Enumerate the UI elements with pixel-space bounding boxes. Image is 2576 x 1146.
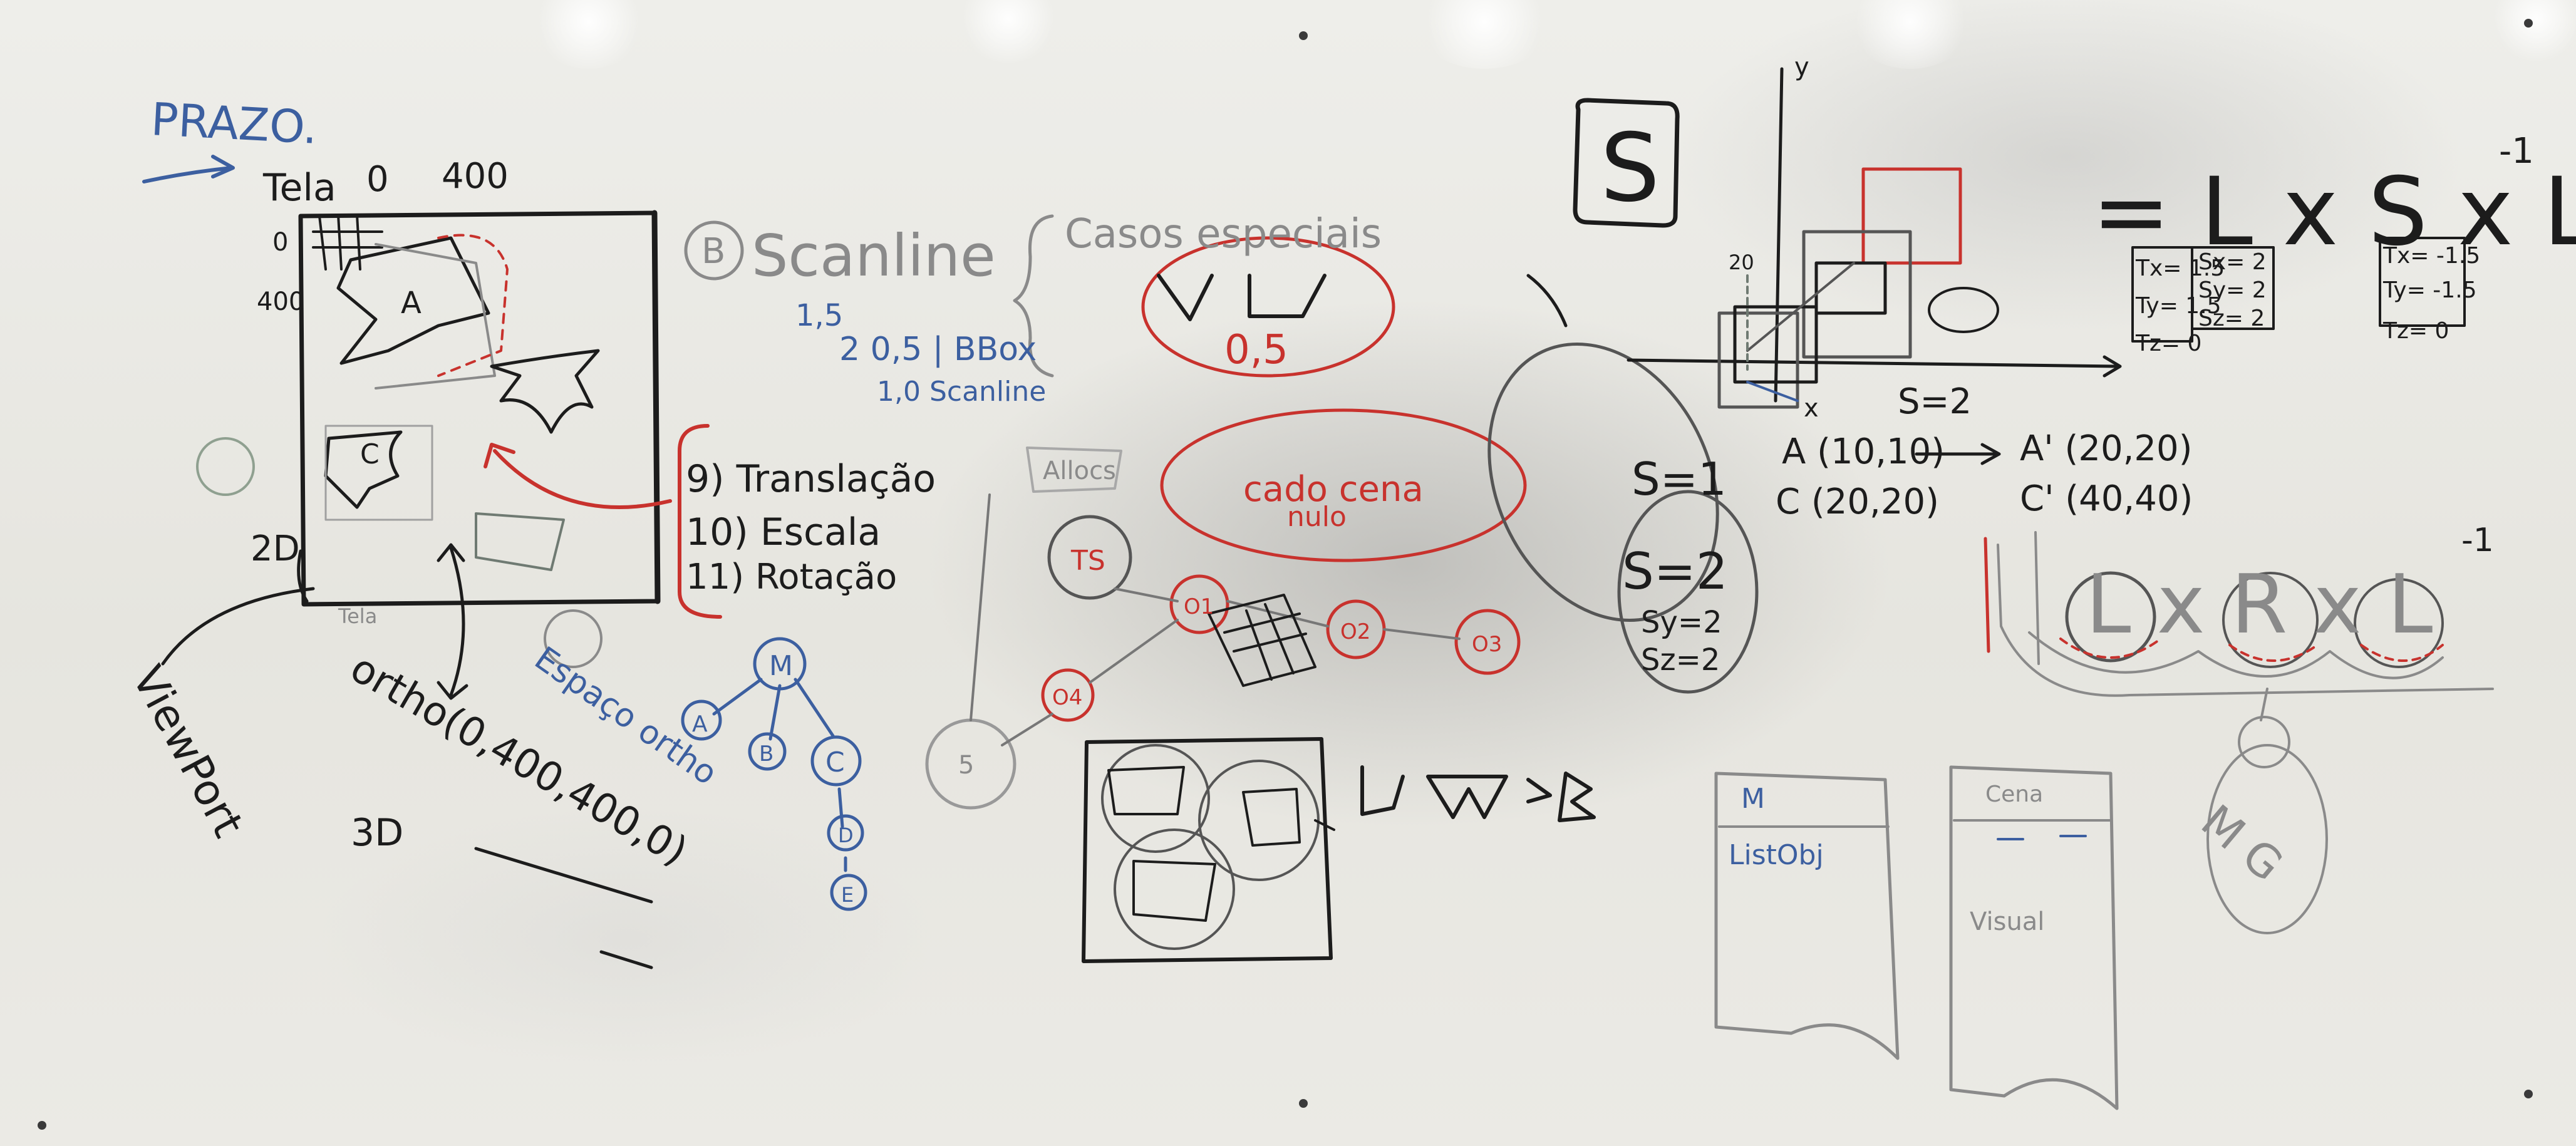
cado-label: cado cena <box>1243 469 1424 510</box>
tree-node-a: A <box>692 711 708 737</box>
tree-node-e: E <box>841 883 854 907</box>
s-eq-2-label: S=2 <box>1898 381 1972 422</box>
node-o2: O2 <box>1340 619 1370 644</box>
prazo-label: PRAZO. <box>150 93 319 154</box>
axis-x: x <box>1804 394 1819 423</box>
param-tx1: Tx= 1.5 <box>2135 256 2225 281</box>
lrl-label: L x R x L <box>2086 557 2433 652</box>
label-3d: 3D <box>351 811 403 855</box>
node-o3: O3 <box>1472 632 1502 657</box>
allocs-label: Allocs <box>1043 457 1116 485</box>
list-item-9: 9) Translação <box>686 457 936 501</box>
score-05: 0,5 <box>1224 327 1288 373</box>
point-a-prime: A' (20,20) <box>2020 428 2193 469</box>
point-a: A (10,10) <box>1782 431 1945 472</box>
left-section <box>142 155 867 969</box>
list-item-10: 10) Escala <box>686 510 881 554</box>
tela-label: Tela <box>262 166 336 210</box>
point-c-prime: C' (40,40) <box>2020 478 2193 519</box>
s-box-label: S <box>1600 114 1660 223</box>
label-2d: 2D <box>251 529 300 569</box>
param-sy: Sy= 2 <box>2198 277 2267 303</box>
four-hundred-label: 400 <box>442 156 509 197</box>
score-205: 2 0,5 | BBox <box>839 331 1037 368</box>
param-sz: Sz= 2 <box>2198 306 2265 331</box>
s1-label: S=1 <box>1632 453 1727 505</box>
screw <box>1299 31 1308 40</box>
b-circle-label: B <box>701 231 725 272</box>
param-tx2: Tx= -1.5 <box>2382 243 2480 269</box>
screw <box>1299 1099 1308 1108</box>
param-tz1: Tz= 0 <box>2135 331 2201 356</box>
mg-label: M G <box>2191 795 2293 892</box>
node-5: 5 <box>958 751 974 780</box>
node-o4: O4 <box>1052 685 1082 710</box>
param-ty1: Ty= 1.5 <box>2135 293 2222 319</box>
shape-a-label: A <box>401 286 422 321</box>
shape-c-label: C <box>360 438 380 470</box>
listobj-label: ListObj <box>1729 839 1824 871</box>
screw <box>38 1121 46 1130</box>
y400-label: 400 <box>257 287 304 316</box>
viewport-label: ViewPort <box>122 658 253 845</box>
sy2-label: Sy=2 <box>1641 605 1722 640</box>
lrl-sup: -1 <box>2461 522 2494 559</box>
param-sx: Sx= 2 <box>2198 249 2267 275</box>
tree-node-c: C <box>825 746 845 778</box>
page-m-label: M <box>1741 783 1765 815</box>
point-c: C (20,20) <box>1776 482 1939 522</box>
visual-label: Visual <box>1970 907 2044 936</box>
middle-section <box>678 214 1759 963</box>
label-tela-small: Tela <box>338 604 377 628</box>
axis-y: y <box>1794 53 1809 81</box>
tree-node-d: D <box>838 823 854 847</box>
tree-node-b: B <box>759 741 773 767</box>
right-section <box>1573 67 2494 1110</box>
screw <box>2524 1090 2533 1098</box>
y0-label: 0 <box>272 228 288 257</box>
nulo-label: nulo <box>1287 501 1347 533</box>
node-ts: TS <box>1070 545 1105 577</box>
equation-sup: -1 <box>2499 131 2534 172</box>
tree-node-m: M <box>769 650 793 682</box>
casos-label: Casos especiais <box>1065 211 1382 257</box>
list-item-11: 11) Rotação <box>686 557 897 597</box>
zero-label: 0 <box>366 159 389 200</box>
score-10: 1,0 Scanline <box>877 376 1046 408</box>
screw <box>2524 19 2533 28</box>
s2-label: S=2 <box>1622 542 1728 601</box>
equation-label: = L x S x L <box>2092 158 2576 267</box>
sz2-label: Sz=2 <box>1641 643 1720 678</box>
param-ty2: Ty= -1.5 <box>2382 277 2477 303</box>
node-o1: O1 <box>1184 594 1214 619</box>
cena-label: Cena <box>1985 782 2043 807</box>
axis-20: 20 <box>1729 250 1754 274</box>
score-15: 1,5 <box>795 298 843 333</box>
scanline-label: Scanline <box>752 222 996 289</box>
param-tz2: Tz= 0 <box>2382 318 2449 344</box>
